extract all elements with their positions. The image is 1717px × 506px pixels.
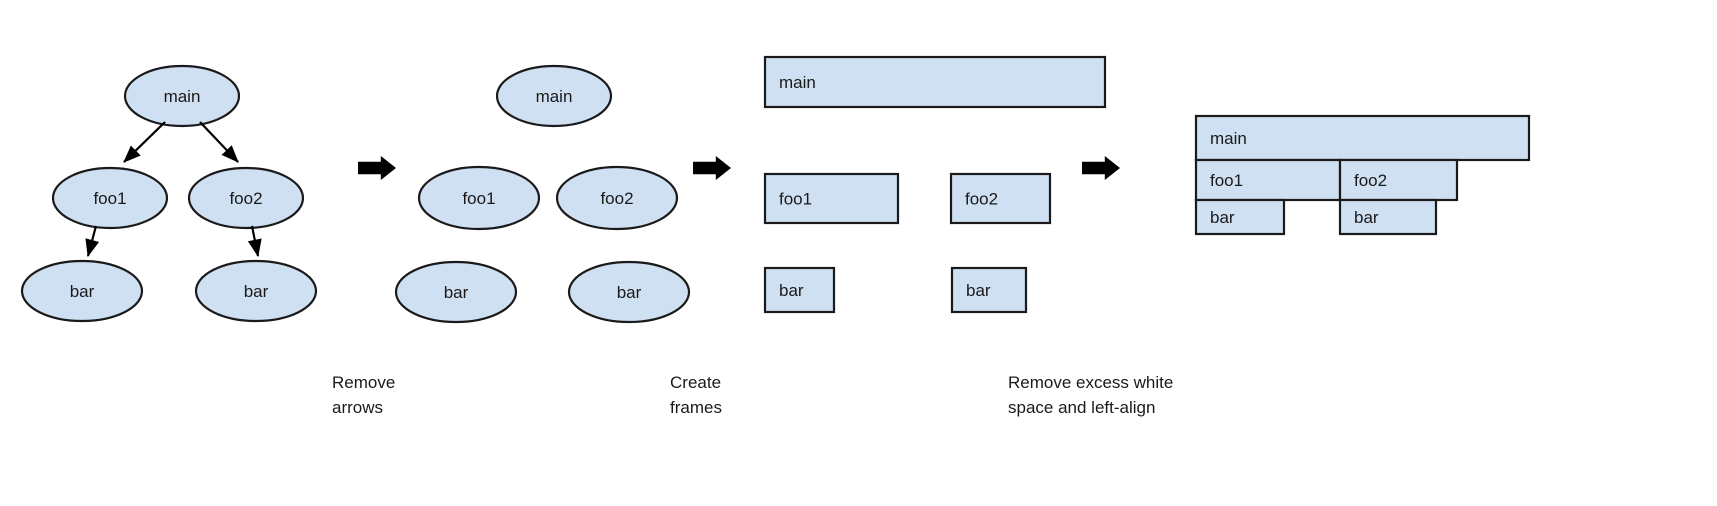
node-main[interactable]: main [1194,114,1531,162]
node-bar[interactable]: bar [950,266,1028,314]
node-label: main [1210,129,1247,148]
node-label: foo1 [1210,171,1243,190]
node-bar[interactable]: bar [1194,198,1286,236]
node-rect [763,266,836,314]
node-label: bar [779,281,804,300]
node-bar[interactable]: bar [394,260,518,324]
node-ellipse [20,259,144,323]
node-rect [1194,198,1286,236]
node-bar[interactable]: bar [194,259,318,323]
edge-main-to-foo2 [199,121,239,163]
node-ellipse [417,165,541,231]
node-foo2[interactable]: foo2 [1338,158,1459,202]
node-ellipse [567,260,691,324]
node-ellipse [495,64,613,128]
node-bar[interactable]: bar [20,259,144,323]
stage-caption-line2: arrows [332,398,383,417]
node-ellipse [123,64,241,128]
node-rect [949,172,1052,225]
node-label: bar [70,282,95,301]
node-label: foo2 [1354,171,1387,190]
node-label: main [164,87,201,106]
node-ellipse [187,166,305,230]
node-foo1[interactable]: foo1 [417,165,541,231]
edge-foo1-to-bar [85,225,100,258]
node-label: foo1 [779,190,812,209]
node-foo2[interactable]: foo2 [187,166,305,230]
node-label: foo1 [462,189,495,208]
node-label: bar [244,282,269,301]
stage-caption-line2: space and left-align [1008,398,1155,417]
node-main[interactable]: main [495,64,613,128]
node-ellipse [194,259,318,323]
stage-transition-arrow-icon [1082,156,1120,180]
node-foo2[interactable]: foo2 [949,172,1052,225]
node-label: foo2 [600,189,633,208]
node-main[interactable]: main [763,55,1107,109]
node-rect [1194,158,1342,202]
node-bar[interactable]: bar [763,266,836,314]
edge-main-to-foo1 [123,121,166,163]
node-foo1[interactable]: foo1 [763,172,900,225]
node-rect [763,55,1107,109]
node-label: bar [966,281,991,300]
edge-foo2-to-bar [247,225,262,258]
node-rect [1338,198,1438,236]
node-rect [950,266,1028,314]
node-label: foo2 [229,189,262,208]
node-foo1[interactable]: foo1 [1194,158,1342,202]
node-label: bar [617,283,642,302]
stage-transition-arrow-icon [358,156,396,180]
node-label: main [779,73,816,92]
stage-caption-line1: Remove [332,373,395,392]
node-label: bar [1354,208,1379,227]
stage-caption-line1: Remove excess white [1008,373,1173,392]
node-foo2[interactable]: foo2 [555,165,679,231]
node-label: main [536,87,573,106]
node-label: bar [444,283,469,302]
stage-transition-arrow-icon [693,156,731,180]
stage-caption-line1: Create [670,373,721,392]
node-ellipse [555,165,679,231]
node-rect [1194,114,1531,162]
node-bar[interactable]: bar [567,260,691,324]
node-ellipse [51,166,169,230]
node-label: foo1 [93,189,126,208]
stage-caption-line2: frames [670,398,722,417]
node-label: foo2 [965,190,998,209]
node-rect [763,172,900,225]
node-bar[interactable]: bar [1338,198,1438,236]
node-foo1[interactable]: foo1 [51,166,169,230]
node-ellipse [394,260,518,324]
node-label: bar [1210,208,1235,227]
node-main[interactable]: main [123,64,241,128]
